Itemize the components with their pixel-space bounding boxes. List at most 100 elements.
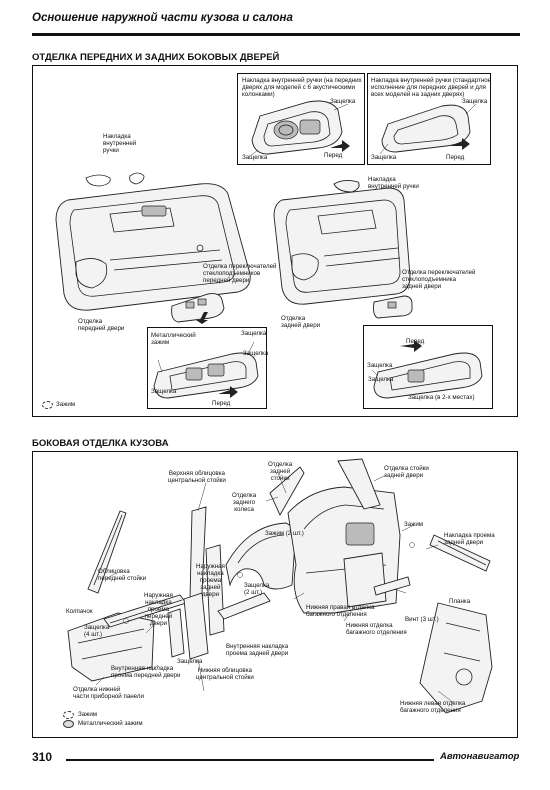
inner-front-door-opening-label: Внутренняя накладка проема передней двер… (111, 665, 180, 679)
inner-handle-cover-left-3: ручки (103, 147, 119, 154)
rear-pillar-trim-2: задней (269, 468, 291, 475)
body-clip-legend-icon (63, 711, 74, 719)
inset-right-front: Перед (446, 154, 465, 161)
inset-rear-switch-detail: Защелка Защелка Защелка (в 2-х местах) П… (363, 325, 493, 409)
rear-switch-detail-drawing (371, 340, 483, 399)
metal-clip-1: Металлический (151, 332, 196, 339)
lower-left-luggage-label: Нижняя левая отделка багажного отделения (400, 700, 465, 714)
inset-left-caption-2: дверях для моделей с 6 акустическими (242, 84, 355, 91)
inner-handle-cover-left-2: внутренней (103, 140, 137, 147)
upper-luggage-1: Нижняя отделка (346, 622, 393, 629)
section-title-doors: ОТДЕЛКА ПЕРЕДНИХ И ЗАДНИХ БОКОВЫХ ДВЕРЕЙ (32, 52, 280, 63)
latch-2pc-1: Защелка (244, 582, 270, 589)
window-switch-rear-3: задней двери (402, 283, 442, 290)
rear-door-trim-1: Отделка (281, 315, 306, 322)
window-switch-front-1: Отделка переключателей (203, 263, 277, 270)
inset-left-caption-3: колонками) (242, 91, 275, 98)
doors-figure-frame (32, 65, 518, 417)
clip-legend-icon (42, 401, 53, 409)
handle-cover-six-speaker-drawing (249, 100, 350, 157)
rear-door-trim-drawing (273, 187, 411, 305)
front-door-trim-label: Отделка передней двери (78, 318, 124, 332)
header-rule (32, 33, 520, 36)
inner-handle-cover-right-2: внутренней ручки (368, 183, 419, 190)
rear-wheel-trim-3: колеса (234, 506, 254, 513)
body-figure-frame (32, 451, 518, 738)
window-switch-rear-1: Отделка переключателей (402, 269, 476, 276)
lower-center-pillar-2: центральной стойки (196, 674, 254, 681)
rear-door-opening-cover-2: задней двери (444, 539, 484, 546)
inner-handle-cover-right-1: Накладка (368, 176, 396, 183)
latch-2pc-label: Защелка (2 шт.) (244, 582, 269, 596)
rear-door-trim-2: задней двери (281, 322, 321, 329)
body-legend-metal-clip: Металлический зажим (78, 720, 143, 727)
metal-clip-legend-icon (63, 720, 74, 728)
clip-2pc-top-label: Зажим (2 шт.) (265, 530, 304, 537)
rear-handle-cover-drawing (333, 179, 360, 193)
front-switch-bezel-drawing (171, 293, 225, 324)
lower-instrument-panel-2: части приборной панели (73, 693, 144, 700)
handle-cover-standard-drawing (379, 103, 477, 155)
clip-right-label: Зажим (404, 521, 424, 528)
inset-bl-clip-a: Защелка (241, 330, 267, 337)
inset-bl-clip-c: Защелка (151, 388, 177, 395)
front-pillar-trim-label: Облицовка передней стойки (98, 568, 146, 582)
inset-handle-cover-six-speaker: Накладка внутренней ручки (на передних д… (237, 73, 365, 165)
rear-door-pillar-trim-1: Отделка стойки (384, 465, 429, 472)
cap-label: Колпачок (66, 608, 93, 615)
inner-front-door-opening-1: Внутренняя накладка (111, 665, 174, 672)
publisher-name: Автонавигатор (440, 751, 520, 762)
rear-door-opening-cover-label: Накладка проема задней двери (444, 532, 495, 546)
inner-rear-door-opening-1: Внутренняя накладка (226, 643, 289, 650)
inset-right-clip-top: Защелка (462, 98, 488, 105)
lower-center-pillar-label: Нижняя облицовка центральной стойки (196, 667, 254, 681)
upper-center-pillar-2: центральной стойки (168, 477, 226, 484)
outer-front-door-opening-3: проема (147, 606, 170, 613)
rear-door-pillar-trim-2: задней двери (384, 472, 424, 479)
rear-switch-bezel-drawing (373, 295, 413, 319)
lower-right-luggage-label: Нижняя правая отделка багажного отделени… (306, 604, 375, 618)
front-switch-detail-drawing (153, 341, 259, 399)
inset-bl-clip-b: Защелка (243, 350, 269, 357)
metal-clip-label: Металлический зажим (151, 332, 196, 346)
window-switch-rear-label: Отделка переключателей стеклоподъемника … (402, 269, 476, 290)
window-switch-front-3: передней двери (203, 277, 250, 284)
inset-left-clip: Защелка (242, 154, 268, 161)
upper-center-pillar-label: Верхняя облицовка центральной стойки (168, 470, 226, 484)
rear-door-pillar-trim-label: Отделка стойки задней двери (384, 465, 429, 479)
inner-handle-cover-right-label: Накладка внутренней ручки (368, 176, 419, 190)
outer-front-door-opening-label: Наружная накладка проема передней двери (144, 592, 173, 627)
window-switch-rear-2: стеклоподъемника (402, 276, 457, 283)
outer-rear-door-opening-2: накладка (197, 570, 224, 577)
upper-center-pillar-1: Верхняя облицовка (168, 470, 225, 477)
upper-luggage-label: Нижняя отделка багажного отделения (346, 622, 407, 636)
inset-left-clip-top: Защелка (330, 98, 356, 105)
rear-pillar-trim-1: Отделка (268, 461, 293, 468)
front-pillar-trim-1: Облицовка (98, 568, 130, 575)
inset-right-caption-2: исполнение для передних дверей и для (371, 84, 486, 91)
footer-rule (66, 759, 434, 761)
lower-center-pillar-1: Нижняя облицовка (197, 667, 252, 674)
inset-left-front: Перед (324, 152, 343, 159)
rear-door-trim-label: Отделка задней двери (281, 315, 320, 329)
lower-instrument-panel-label: Отделка нижней части приборной панели (73, 686, 144, 700)
rear-wheel-trim-label: Отделка заднего колеса (232, 492, 256, 513)
latch-4pc-label: Защелка (4 шт.) (84, 624, 109, 638)
metal-clip-2: зажим (151, 339, 170, 346)
inset-br-front: Перед (406, 338, 425, 345)
rear-wheel-trim-2: заднего (232, 499, 256, 506)
inset-front-switch-detail: Металлический зажим Защелка Защелка Заще… (147, 327, 269, 409)
outer-front-door-opening-5: двери (149, 620, 167, 627)
doors-legend-label: Зажим (56, 401, 76, 408)
rear-door-opening-cover-1: Накладка проема (444, 532, 495, 539)
lower-instrument-panel-1: Отделка нижней (73, 686, 121, 693)
latch-4pc-1: Защелка (84, 624, 110, 631)
lower-right-luggage-1: Нижняя правая отделка (306, 604, 375, 611)
inner-rear-door-opening-label: Внутренняя накладка проема задней двери (226, 643, 288, 657)
latch-2pc-2: (2 шт.) (244, 589, 263, 596)
window-switch-front-2: стеклоподъемников (203, 270, 261, 277)
inset-right-caption-1: Накладка внутренней ручки (стандартное (371, 77, 492, 84)
inset-br-clip-2places: Защелка (в 2-х местах) (408, 394, 475, 401)
outer-front-door-opening-2: накладка (145, 599, 172, 606)
lower-left-luggage-1: Нижняя левая отделка (400, 700, 466, 707)
